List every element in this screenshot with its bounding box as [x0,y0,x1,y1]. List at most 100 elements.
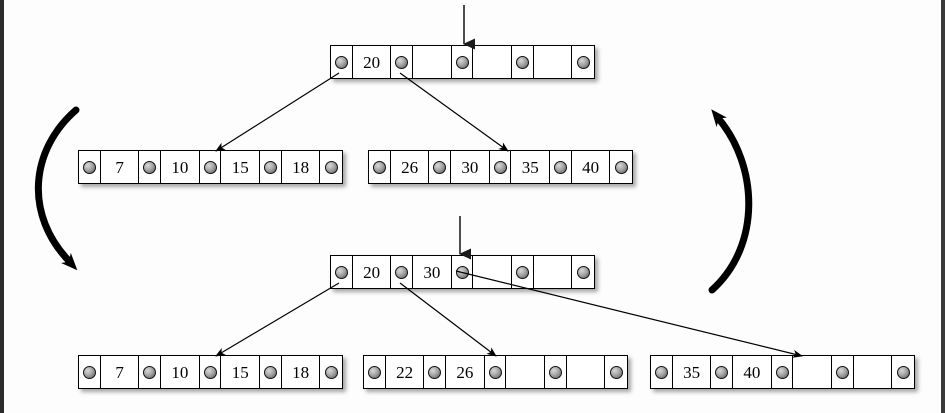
pointer-cell[interactable] [484,356,507,388]
leaf-right-after[interactable]: 35 40 [650,355,915,389]
pointer-cell[interactable] [199,356,222,388]
key-cell: 18 [281,356,321,388]
key-cell: 18 [281,151,321,183]
pointer-dot-icon [324,365,338,379]
key-label: 40 [743,362,761,382]
pointer-dot-icon [553,160,567,174]
pointer-dot-icon [263,160,277,174]
key-cell: 15 [221,151,260,183]
leaf-right-before[interactable]: 26 30 35 40 [368,150,633,184]
pointer-cell[interactable] [320,151,342,183]
pointer-cell[interactable] [259,151,282,183]
key-cell-empty [853,356,893,388]
key-cell: 30 [413,256,452,288]
pointer-dot-icon [896,365,910,379]
key-label: 30 [423,262,441,282]
pointer-dot-icon [82,365,96,379]
key-cell: 26 [446,356,485,388]
key-label: 15 [231,157,249,177]
key-cell-empty [413,46,452,78]
key-label: 30 [461,157,479,177]
key-cell: 22 [385,356,425,388]
key-cell-empty [506,356,545,388]
key-cell: 7 [100,356,140,388]
pointer-dot-icon [515,265,529,279]
key-label: 20 [363,52,381,72]
key-label: 22 [396,362,414,382]
pointer-cell[interactable] [489,151,512,183]
pointer-cell[interactable] [610,151,632,183]
key-label: 18 [292,157,310,177]
key-label: 18 [292,362,310,382]
pointer-cell[interactable] [424,356,447,388]
pointer-cell[interactable] [79,356,101,388]
key-label: 20 [363,262,381,282]
key-cell: 20 [352,256,392,288]
pointer-cell[interactable] [651,356,673,388]
pointer-dot-icon [428,365,442,379]
pointer-cell[interactable] [369,151,391,183]
pointer-cell[interactable] [511,46,534,78]
pointer-cell[interactable] [139,356,162,388]
pointer-cell[interactable] [391,256,414,288]
pointer-cell[interactable] [771,356,794,388]
pointer-cell[interactable] [79,151,101,183]
pointer-dot-icon [143,365,157,379]
pointer-dot-icon [203,160,217,174]
key-cell: 35 [511,151,550,183]
leaf-middle-after[interactable]: 22 26 [363,355,628,389]
pointer-dot-icon [203,365,217,379]
pointer-dot-icon [82,160,96,174]
key-cell: 35 [672,356,712,388]
key-cell: 30 [451,151,490,183]
pointer-cell[interactable] [139,151,162,183]
pointer-cell[interactable] [605,356,627,388]
canvas-right-edge-strip [941,0,945,413]
key-label: 10 [171,157,189,177]
pointer-dot-icon [334,55,348,69]
pointer-cell[interactable] [331,46,353,78]
pointer-cell[interactable] [364,356,386,388]
pointer-dot-icon [334,265,348,279]
pointer-cell[interactable] [549,151,572,183]
key-cell-empty [473,256,512,288]
pointer-cell[interactable] [391,46,414,78]
pointer-cell[interactable] [451,256,474,288]
pointer-dot-icon [455,55,469,69]
pointer-dot-icon [609,365,623,379]
pointer-cell[interactable] [572,46,594,78]
pointer-cell[interactable] [711,356,734,388]
pointer-cell[interactable] [451,46,474,78]
pointer-cell[interactable] [831,356,854,388]
key-label: 35 [521,157,539,177]
root-node-after[interactable]: 20 30 [330,255,595,289]
pointer-cell[interactable] [199,151,222,183]
pointer-cell[interactable] [572,256,594,288]
edge-root-after-to-leaf-middle [399,282,497,357]
canvas-left-edge-strip [0,0,4,413]
leaf-left-before[interactable]: 7 10 15 18 [78,150,343,184]
key-label: 40 [582,157,600,177]
pointer-dot-icon [324,160,338,174]
pointer-cell[interactable] [511,256,534,288]
pointer-cell[interactable] [429,151,452,183]
key-cell-empty [473,46,512,78]
key-label: 15 [231,362,249,382]
key-cell-empty [793,356,832,388]
key-cell-empty [533,256,573,288]
pointer-dot-icon [515,55,529,69]
leaf-left-after[interactable]: 7 10 15 18 [78,355,343,389]
key-cell: 20 [352,46,392,78]
pointer-cell[interactable] [259,356,282,388]
key-label: 10 [171,362,189,382]
pointer-cell[interactable] [892,356,914,388]
pointer-dot-icon [488,365,502,379]
pointer-dot-icon [263,365,277,379]
pointer-dot-icon [775,365,789,379]
pointer-cell[interactable] [331,256,353,288]
pointer-cell[interactable] [320,356,342,388]
pointer-dot-icon [576,265,590,279]
pointer-cell[interactable] [544,356,567,388]
root-node-before[interactable]: 20 [330,45,595,79]
